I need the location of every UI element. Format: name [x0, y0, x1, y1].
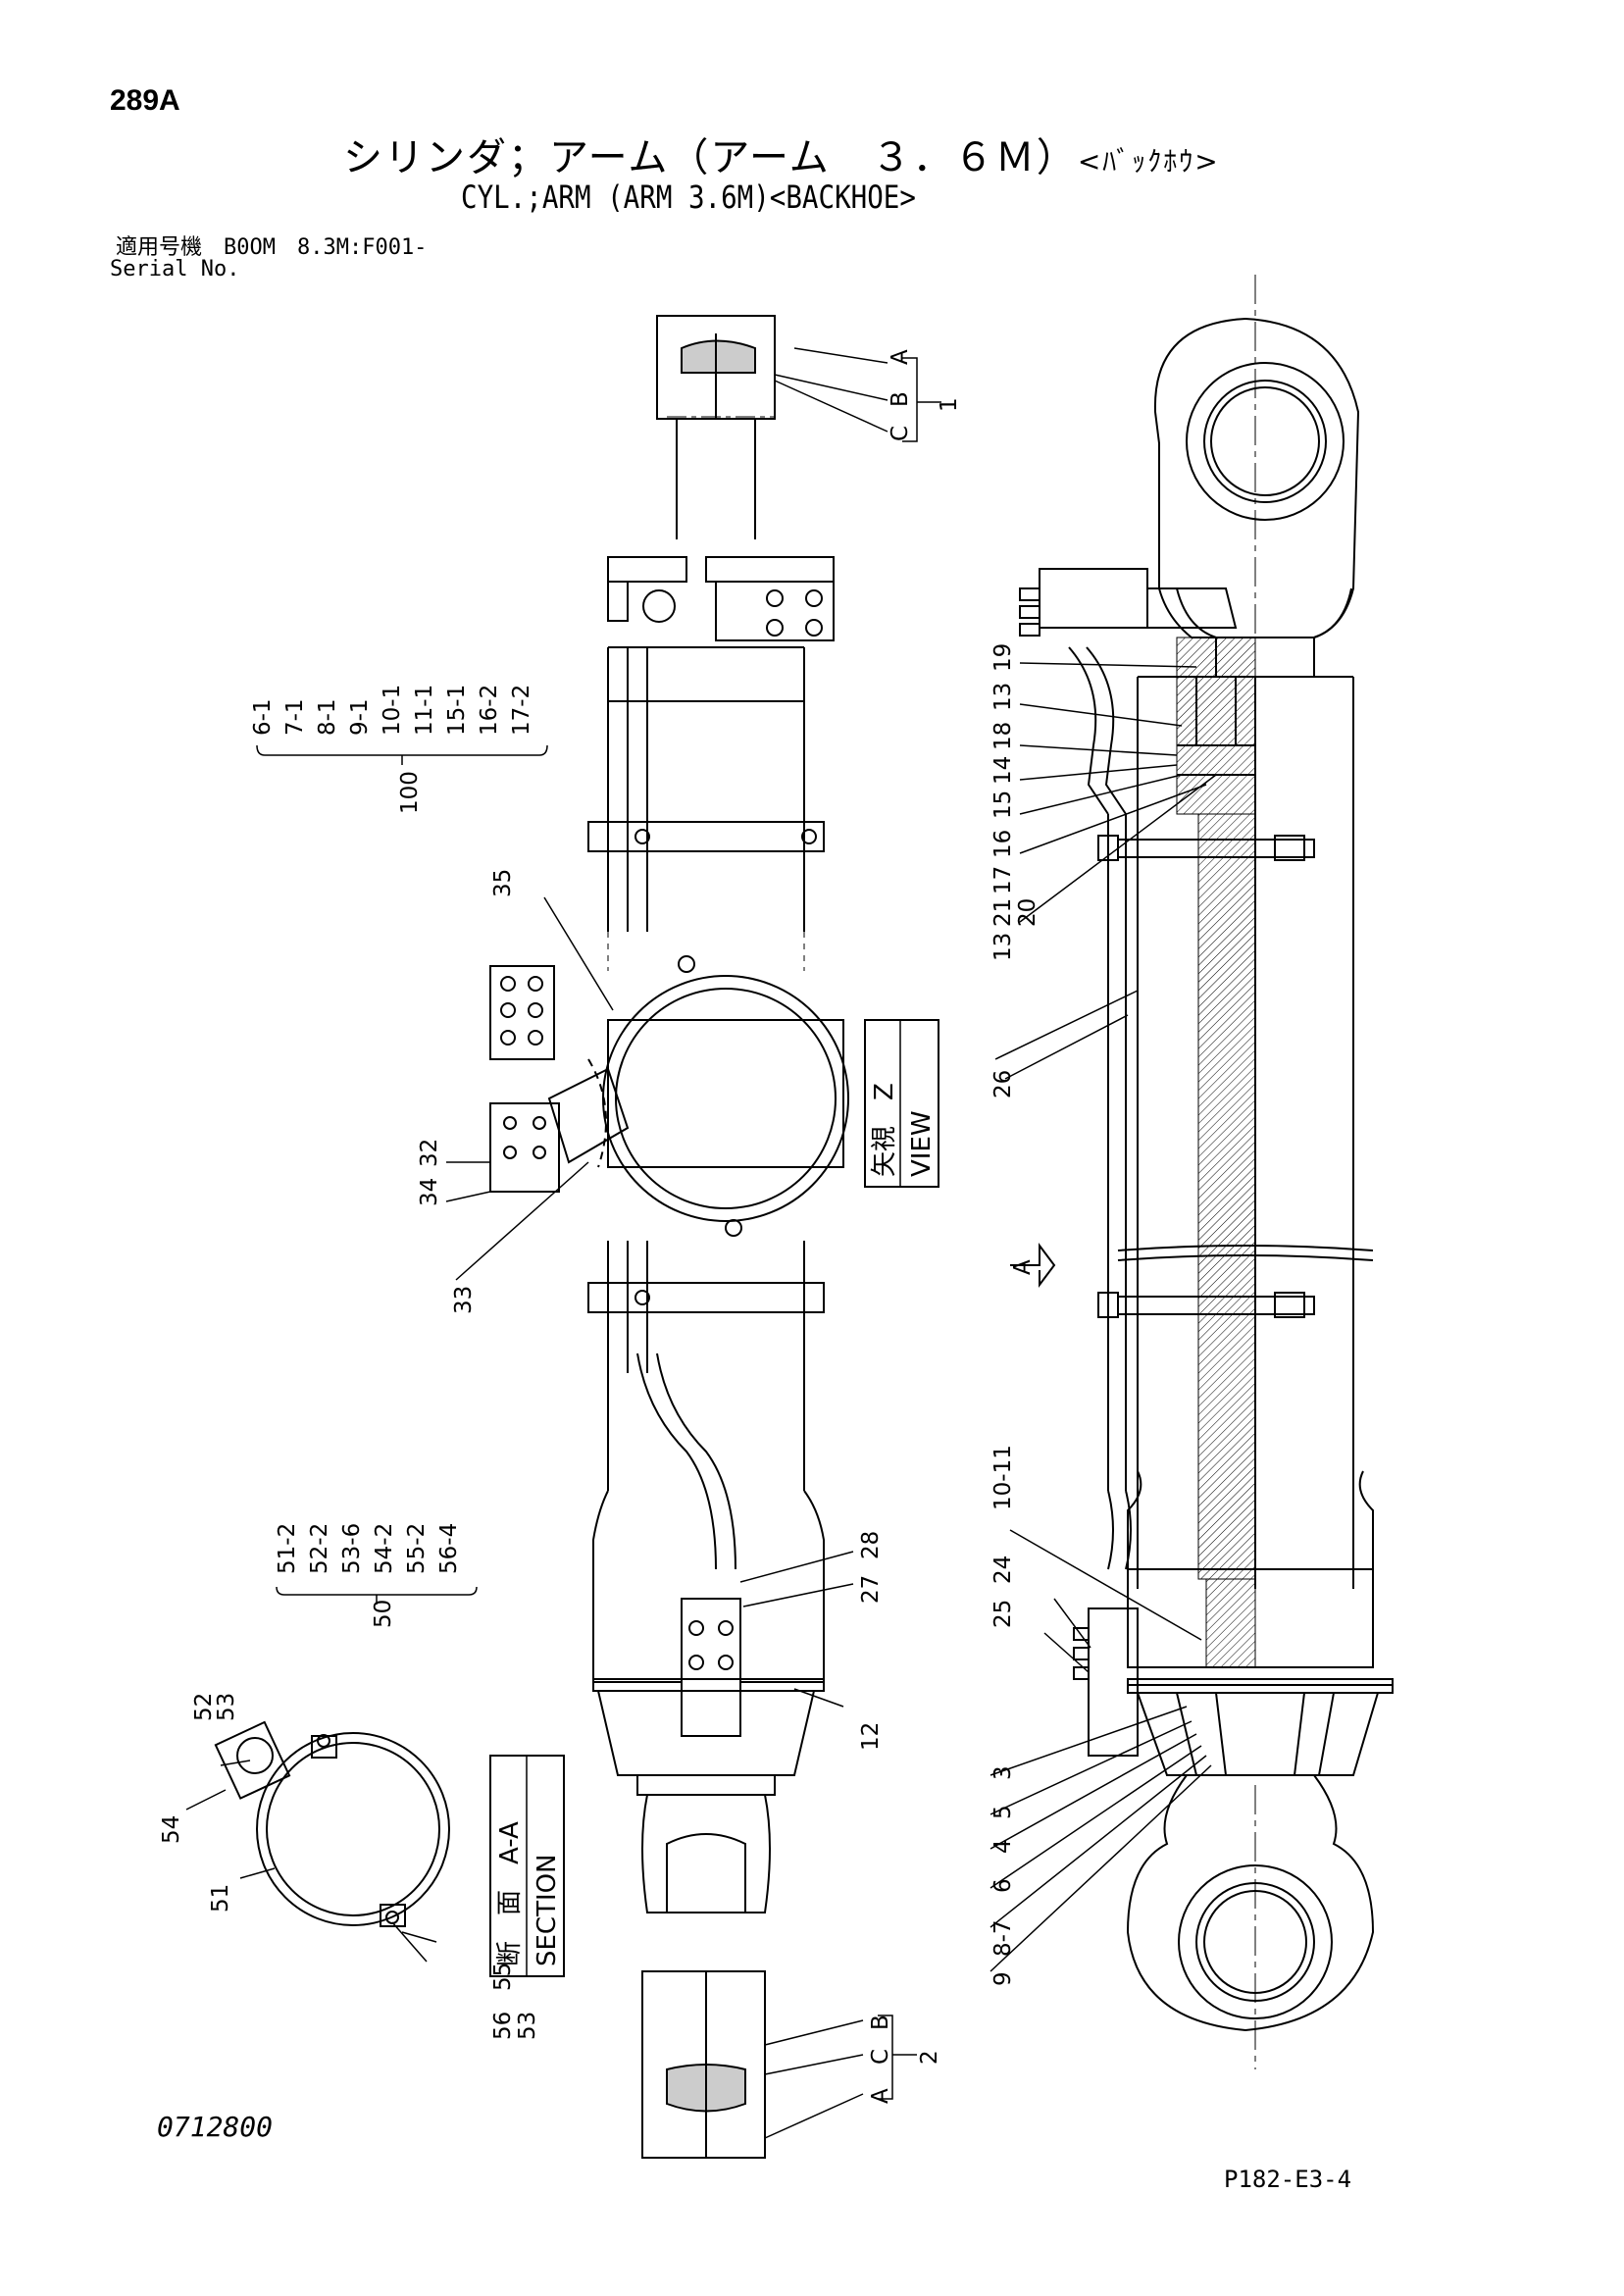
section-aa-en: SECTION	[533, 1854, 562, 1966]
callout-54: 54	[159, 1815, 184, 1844]
kit-50-item-1: 51-2	[275, 1523, 300, 1574]
kit-100-item-9: 17-2	[509, 685, 534, 736]
callout-26: 26	[990, 1070, 1016, 1098]
callout-27: 27	[858, 1575, 884, 1604]
title-japanese-suffix: <ﾊﾞｯｸﾎｳ>	[1077, 145, 1220, 178]
view-z-box	[864, 1019, 939, 1188]
drawing-number: 0712800	[157, 2111, 274, 2143]
kit-50-label: 50	[371, 1600, 396, 1628]
callout-53a: 53	[214, 1693, 239, 1721]
callout-8-7: 8-7	[990, 1919, 1016, 1957]
callout-13b: 13	[990, 933, 1016, 961]
callout-1-b: B	[888, 391, 913, 407]
callout-13: 13	[990, 683, 1016, 711]
kit-100-item-5: 10-1	[380, 685, 405, 736]
callout-18: 18	[990, 722, 1016, 750]
title-japanese-main: シリンダ；アーム（アーム ３．６Ｍ）	[343, 135, 1078, 180]
callout-15: 15	[990, 791, 1016, 819]
leader-lines	[185, 347, 1217, 2139]
callout-2: 2	[917, 2050, 942, 2065]
callout-5: 5	[990, 1805, 1016, 1819]
title-english: CYL.;ARM (ARM 3.6M)<BACKHOE>	[461, 179, 916, 216]
callout-20: 20	[1015, 898, 1040, 927]
view-arrow-a-label: A	[1010, 1259, 1036, 1275]
kit-100-item-7: 15-1	[444, 685, 470, 736]
kit-100-item-8: 16-2	[477, 685, 502, 736]
callout-9: 9	[990, 1971, 1016, 1986]
page-number: 289A	[110, 84, 180, 117]
kit-50-item-3: 53-6	[339, 1523, 365, 1574]
callout-1-a: A	[888, 349, 913, 365]
callout-6: 6	[990, 1878, 1016, 1893]
callout-56: 56	[490, 2012, 516, 2040]
callout-1-c: C	[888, 426, 913, 441]
callout-2-a: A	[868, 2088, 893, 2104]
callout-12: 12	[858, 1722, 884, 1751]
plate-number: P182-E3-4	[1224, 2166, 1352, 2193]
view-z-jp: 矢視 Z	[870, 1083, 899, 1177]
section-aa-detail	[214, 1720, 450, 1927]
callout-24: 24	[990, 1556, 1016, 1584]
view-z-detail	[489, 955, 849, 1237]
kit-100-item-3: 8-1	[315, 698, 340, 736]
kit-100-item-1: 6-1	[250, 698, 276, 736]
serial-label-english: Serial No.	[110, 257, 240, 281]
callout-33: 33	[451, 1286, 477, 1314]
kit-50-item-6: 56-4	[436, 1523, 462, 1574]
callout-2-b: B	[868, 2015, 893, 2030]
callout-1: 1	[937, 397, 962, 412]
callout-35: 35	[490, 869, 516, 897]
kit-100-item-4: 9-1	[347, 698, 373, 736]
cylinder-side-view	[1010, 275, 1394, 2069]
callout-32: 32	[417, 1139, 442, 1167]
kit-100-label: 100	[397, 771, 423, 814]
callout-28: 28	[858, 1531, 884, 1559]
callout-2-c: C	[868, 2049, 893, 2065]
callout-51: 51	[208, 1884, 233, 1913]
section-aa-jp: 断 面 A-A	[495, 1821, 525, 1966]
cylinder-top-view	[587, 315, 835, 2159]
callout-17: 17	[990, 866, 1016, 894]
callout-25: 25	[990, 1600, 1016, 1628]
callout-14: 14	[990, 756, 1016, 785]
view-z-en: VIEW	[907, 1110, 937, 1177]
callout-16: 16	[990, 830, 1016, 858]
callout-34: 34	[417, 1178, 442, 1206]
callout-labels: A B C 1 B C A 2 19 13 18 14 15 16 17 21 …	[159, 349, 1040, 2104]
kit-50-item-2: 52-2	[307, 1523, 332, 1574]
callout-4: 4	[990, 1839, 1016, 1854]
callout-3: 3	[990, 1765, 1016, 1780]
callout-53b: 53	[515, 2012, 540, 2040]
callout-21: 21	[990, 898, 1016, 927]
callout-10-11: 10-11	[990, 1445, 1016, 1510]
callout-19: 19	[990, 643, 1016, 672]
title-japanese: シリンダ；アーム（アーム ３．６Ｍ）<ﾊﾞｯｸﾎｳ>	[343, 126, 1220, 182]
callout-52: 52	[191, 1693, 217, 1721]
kit-100-item-2: 7-1	[282, 698, 308, 736]
serial-label-japanese: 適用号機 B0OM 8.3M:F001-	[116, 235, 428, 260]
kit-50-item-5: 55-2	[404, 1523, 430, 1574]
kit-100-item-6: 11-1	[412, 685, 437, 736]
kit-50-item-4: 54-2	[372, 1523, 397, 1574]
